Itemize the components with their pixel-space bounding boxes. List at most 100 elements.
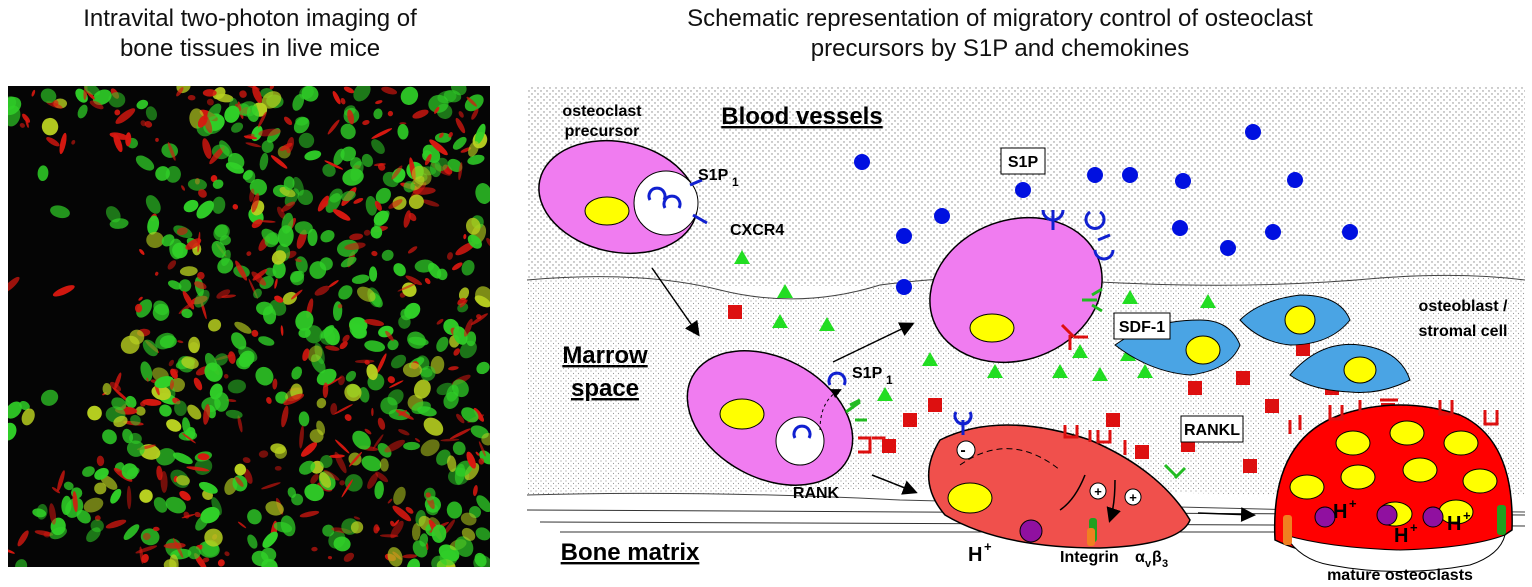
red-fluorescent-signal [140, 401, 146, 407]
red-fluorescent-signal [209, 146, 225, 165]
label-cxcr4: CXCR4 [730, 222, 784, 239]
red-fluorescent-signal [412, 187, 436, 195]
green-fluorescent-cell [19, 400, 30, 411]
green-fluorescent-cell [271, 250, 287, 265]
red-fluorescent-signal [203, 115, 213, 134]
red-fluorescent-signal [327, 119, 340, 135]
red-fluorescent-signal [421, 199, 440, 207]
red-fluorescent-signal [126, 485, 132, 510]
green-fluorescent-cell [37, 165, 49, 182]
osteoblast-cells [1114, 294, 1411, 393]
red-fluorescent-signal [458, 162, 463, 181]
green-fluorescent-cell [21, 408, 35, 426]
red-fluorescent-signal [221, 294, 236, 299]
integrin-alpha: α [1135, 549, 1145, 566]
green-fluorescent-cell [136, 99, 149, 110]
red-fluorescent-signal [277, 206, 286, 219]
green-fluorescent-cell [207, 103, 222, 121]
green-fluorescent-cell [262, 531, 278, 549]
green-fluorescent-cell [204, 352, 218, 372]
green-fluorescent-cell [123, 524, 140, 540]
red-fluorescent-signal [385, 330, 394, 341]
label-s1p1-mid: S1P [852, 365, 883, 382]
green-fluorescent-cell [179, 266, 198, 277]
green-fluorescent-cell [41, 117, 59, 136]
green-fluorescent-cell [476, 361, 490, 375]
green-fluorescent-cell [465, 331, 477, 347]
title-line: Intravital two-photon imaging of [83, 5, 417, 32]
green-fluorescent-cell [8, 401, 22, 419]
green-fluorescent-cell [443, 391, 459, 409]
red-fluorescent-signal [443, 519, 456, 536]
green-fluorescent-cell [447, 158, 463, 173]
red-fluorescent-signal [486, 237, 490, 248]
green-fluorescent-cell [407, 558, 420, 567]
green-fluorescent-cell [454, 536, 474, 557]
red-fluorescent-signal [334, 404, 353, 415]
green-fluorescent-cell [231, 332, 247, 350]
green-fluorescent-cell [172, 452, 193, 465]
red-fluorescent-signal [349, 233, 364, 241]
green-fluorescent-cell [475, 527, 490, 541]
green-fluorescent-cell [461, 260, 475, 276]
red-fluorescent-signal [371, 250, 378, 257]
green-fluorescent-cell [428, 262, 442, 279]
green-fluorescent-cell [474, 123, 486, 145]
green-fluorescent-cell [419, 533, 429, 547]
green-fluorescent-cell [251, 550, 269, 567]
green-fluorescent-cell [15, 559, 28, 567]
red-fluorescent-signal [458, 111, 464, 118]
green-fluorescent-cell [272, 260, 286, 279]
rankl-molecule [1135, 445, 1149, 459]
green-fluorescent-cell [307, 345, 323, 363]
green-fluorescent-cell [183, 199, 199, 213]
minus-sign: - [960, 442, 965, 459]
red-fluorescent-signal [353, 516, 361, 520]
green-fluorescent-cell [40, 88, 57, 104]
green-fluorescent-cell [224, 105, 240, 123]
red-fluorescent-signal [260, 220, 276, 223]
green-fluorescent-cell [212, 179, 224, 189]
red-fluorescent-signal [374, 200, 382, 211]
red-fluorescent-signal [274, 278, 278, 289]
red-fluorescent-signal [440, 438, 460, 442]
label-s1p1-mid-sub: 1 [886, 373, 893, 387]
green-fluorescent-cell [140, 361, 153, 382]
label-osteoclast-precursor-2: precursor [565, 123, 640, 140]
rankl-molecule [928, 398, 942, 412]
red-fluorescent-signal [57, 470, 65, 492]
red-fluorescent-signal [272, 378, 278, 390]
red-fluorescent-signal [448, 366, 459, 371]
red-fluorescent-signal [425, 492, 431, 498]
rankl-molecule [728, 305, 742, 319]
green-fluorescent-cell [215, 93, 234, 103]
red-fluorescent-signal [387, 498, 393, 504]
green-fluorescent-cell [100, 474, 118, 490]
red-fluorescent-signal [332, 209, 351, 221]
green-fluorescent-cell [458, 287, 470, 300]
green-fluorescent-cell [475, 183, 490, 204]
green-fluorescent-cell [76, 509, 91, 524]
red-fluorescent-signal [193, 377, 203, 391]
red-fluorescent-signal [302, 348, 310, 361]
label-osteoblast-2: stromal cell [1419, 323, 1508, 340]
green-fluorescent-cell [404, 302, 421, 319]
green-fluorescent-cell [181, 356, 199, 369]
rankl-molecule [1106, 413, 1120, 427]
red-fluorescent-signal [311, 546, 318, 552]
red-fluorescent-signal [344, 414, 352, 421]
green-fluorescent-cell [408, 194, 424, 209]
red-fluorescent-signal [49, 503, 57, 525]
green-fluorescent-cell [211, 497, 222, 516]
green-fluorescent-cell [155, 166, 170, 181]
green-fluorescent-cell [381, 249, 394, 261]
red-fluorescent-signal [402, 554, 418, 559]
green-fluorescent-cell [169, 238, 184, 260]
green-fluorescent-cell [121, 463, 138, 480]
red-fluorescent-signal [163, 542, 186, 549]
green-fluorescent-cell [379, 458, 389, 472]
red-fluorescent-signal [348, 451, 363, 467]
green-fluorescent-cell [187, 178, 207, 191]
green-fluorescent-cell [298, 132, 315, 149]
red-fluorescent-signal [323, 469, 340, 481]
